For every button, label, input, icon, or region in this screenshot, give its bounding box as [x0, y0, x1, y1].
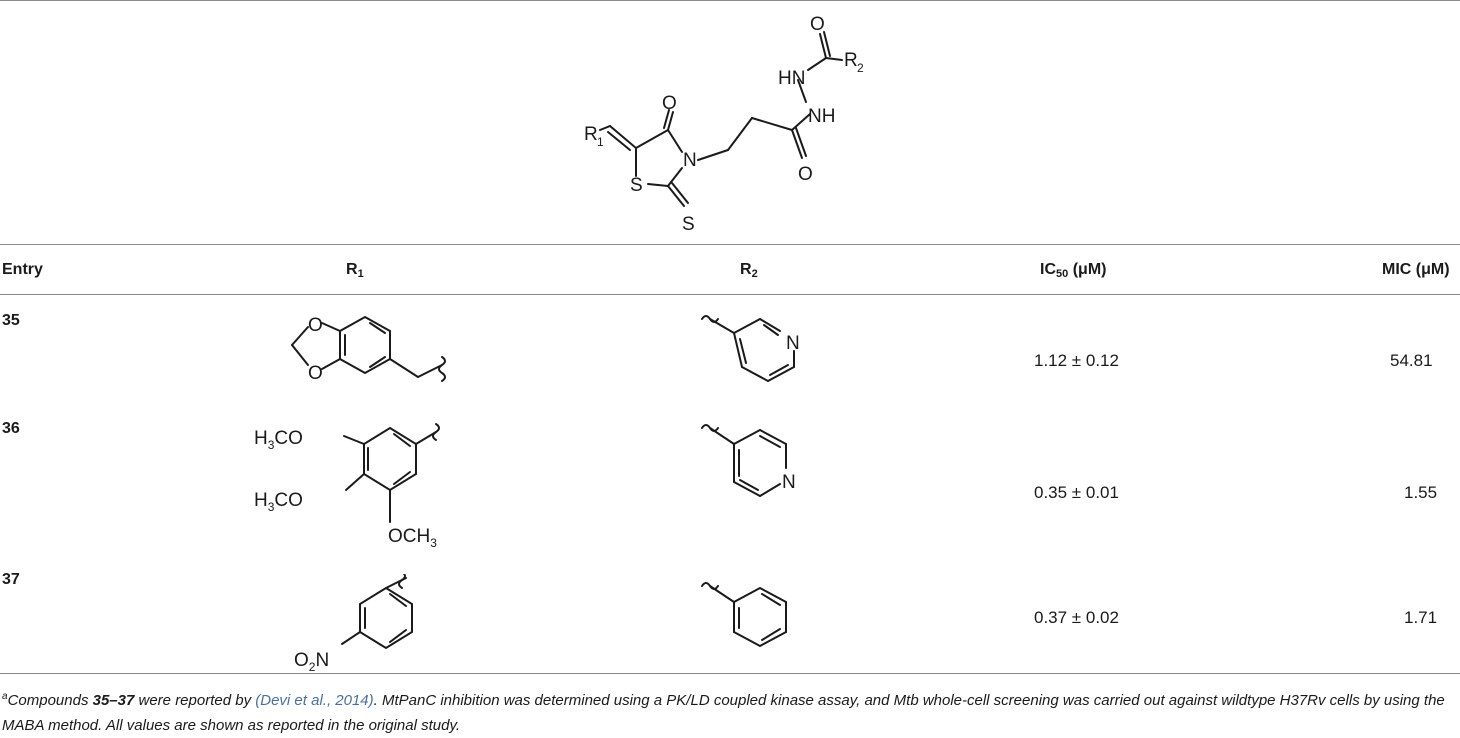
ic50-35: 1.12 ± 0.12: [1034, 351, 1119, 370]
top-rule: [0, 0, 1460, 1]
scaffold-structure: O R 2 HN NH O R 1 N S O S: [584, 14, 864, 235]
r1-structure-36: H3CO H3CO OCH3: [254, 423, 440, 550]
r1-36-h3co-upper: H3CO: [254, 428, 303, 452]
r1-36-och3: OCH3: [388, 526, 437, 550]
r2-36-n: N: [782, 472, 796, 493]
header-entry: Entry: [2, 261, 43, 278]
mic-37: 1.71: [1404, 608, 1438, 627]
header-r2-sub: 2: [751, 268, 758, 280]
footnote-text-2: were reported by: [134, 692, 256, 709]
scaffold-o-top: O: [810, 14, 825, 35]
header-ic50-letters: IC: [1040, 261, 1056, 278]
r1-35-o-upper: O: [308, 315, 323, 336]
header-ic50-sub: 50: [1056, 268, 1069, 280]
ic50-37: 0.37 ± 0.02: [1034, 608, 1119, 627]
r1-structure-35: O O: [291, 315, 446, 384]
scaffold-nh: NH: [808, 106, 835, 127]
entry-35: 35: [2, 312, 20, 329]
r2-structure-37: [701, 582, 787, 648]
scaffold-o-ring: O: [662, 93, 677, 114]
header-r2-letter: R: [740, 261, 752, 278]
ic50-36: 0.35 ± 0.01: [1034, 483, 1119, 502]
scaffold-r2-sub: 2: [857, 61, 864, 75]
scaffold-s-thione: S: [682, 214, 695, 235]
header-mic: MIC (μM): [1382, 261, 1450, 278]
r1-37-o2n: O2N: [294, 650, 329, 674]
header-ic50-unit: (μM): [1068, 261, 1107, 278]
r1-structure-37: O2N: [294, 574, 413, 674]
scaffold-r1: R: [584, 124, 598, 145]
scaffold-r2: R: [844, 50, 858, 71]
r1-35-o-lower: O: [308, 363, 323, 384]
header-ic50: IC50 (μM): [1040, 261, 1106, 280]
mic-35: 54.81: [1390, 351, 1433, 370]
scaffold-n: N: [683, 150, 697, 171]
header-r1-letter: R: [346, 261, 358, 278]
header-r1: R1: [346, 261, 364, 280]
scaffold-s-ring: S: [630, 175, 643, 196]
mic-36: 1.55: [1404, 483, 1438, 502]
scaffold-hn: HN: [778, 68, 805, 89]
r2-structure-36: N: [701, 424, 796, 497]
footnote-citation-link[interactable]: (Devi et al., 2014): [255, 692, 374, 709]
header-top-rule: [0, 244, 1460, 245]
footnote-marker: a: [2, 691, 8, 702]
header-r2: R2: [740, 261, 758, 280]
table-footnote: aCompounds 35–37 were reported by (Devi …: [2, 684, 1458, 738]
r2-35-n: N: [786, 333, 800, 354]
footnote-text-1: Compounds: [7, 692, 93, 709]
r2-structure-35: N: [701, 315, 800, 382]
table-bottom-rule: [0, 673, 1460, 674]
header-r1-sub: 1: [357, 268, 364, 280]
scaffold-o-amide: O: [798, 164, 813, 185]
entry-37: 37: [2, 571, 20, 588]
footnote-text-3: . MtPanC inhibition was determined using…: [2, 692, 1445, 734]
entry-36: 36: [2, 420, 20, 437]
header-bottom-rule: [0, 294, 1460, 295]
r1-36-h3co-lower: H3CO: [254, 490, 303, 514]
scaffold-r1-sub: 1: [597, 135, 604, 149]
footnote-compounds: 35–37: [92, 692, 135, 709]
